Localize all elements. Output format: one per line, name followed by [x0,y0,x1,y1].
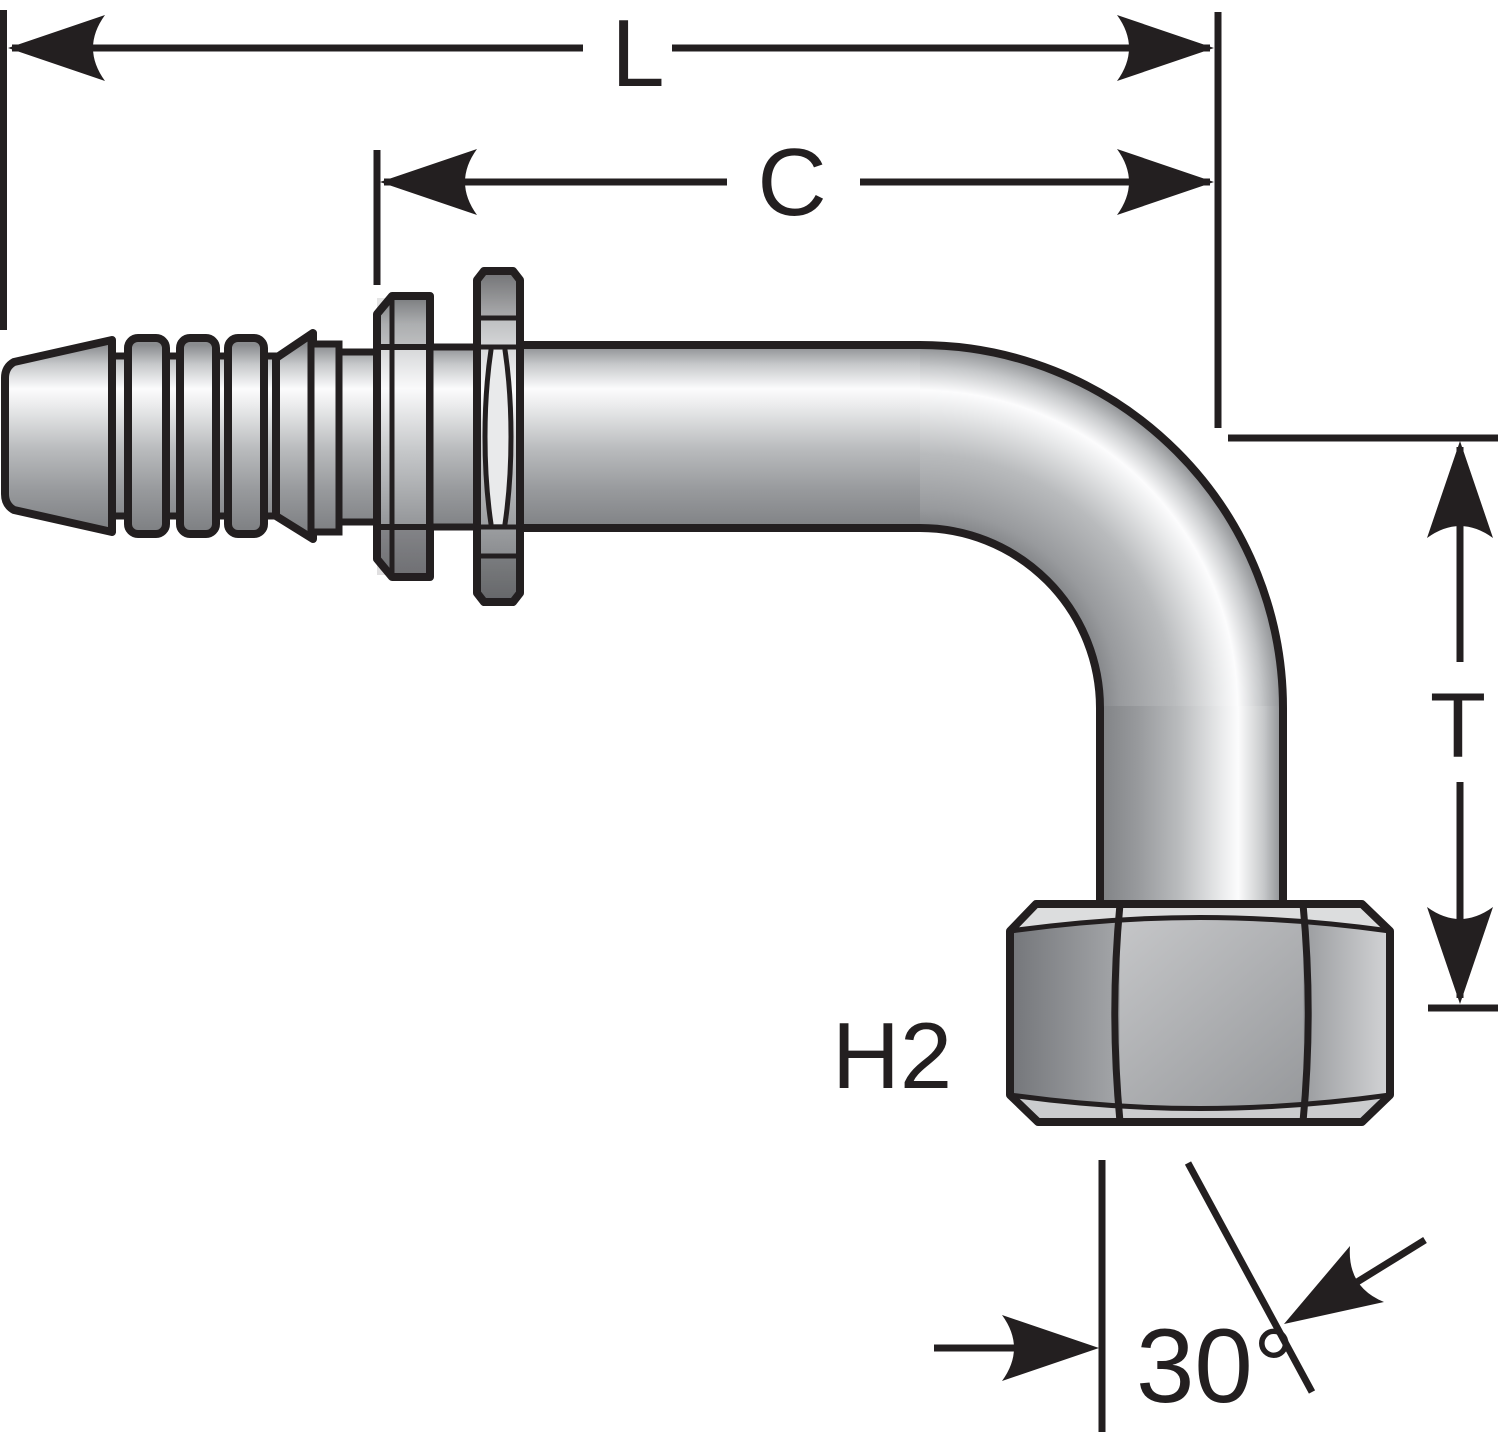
seat-angle-note: 30° [934,1160,1427,1432]
stem-cylinder [307,340,343,536]
collar-bottom-shade [377,530,428,575]
dimension-label-t: T [1430,675,1486,777]
tube-horizontal-body [516,345,922,528]
dimension-l: L [0,0,1222,428]
hex-chamfer-curves [1007,915,1393,1111]
collar-groove-lines [374,344,433,530]
barb-ridge-1 [124,334,170,538]
hex-size-label: H2 [832,1003,952,1108]
bent-tube [512,341,1287,912]
tube-bend-body [920,345,1283,708]
arrowhead-left [8,15,105,81]
hex-facet-middle [1120,904,1303,1122]
dimension-label-l: L [611,0,664,107]
barb-ridge-2 [176,334,220,538]
stem-flare-cone [272,329,317,543]
dimension-c: C [373,129,1214,285]
seat-angle-line [1184,1161,1316,1394]
tube-outline [512,341,1287,912]
arrowhead-up [1427,441,1493,538]
arrowhead-right [1117,15,1214,81]
collar-flange [373,292,434,581]
hex-facet-edges [1111,900,1312,1126]
dimension-t: T [1228,434,1498,1012]
arrowhead-down [1427,907,1493,1004]
tube-down-body [1100,706,1283,908]
spanner-top-shade [477,273,520,318]
spanner-bottom-shade [477,556,520,600]
collar-top-shade [377,298,428,344]
hose-stem [1,329,381,543]
pointer-diagonal-head [1284,1246,1384,1324]
dimension-label-c: C [757,129,826,236]
hex-facet-left [1010,904,1120,1122]
barb-ridge-3 [224,334,268,538]
arrowhead-right [1117,149,1214,215]
spanner-facet-curves [482,347,514,527]
stem-neck-1 [335,348,381,526]
hex-outline [1006,900,1394,1126]
arrowhead-left [380,149,477,215]
spanner-nut [473,267,524,606]
stem-neck-2 [426,343,481,531]
pointer-horizontal-head [1002,1315,1099,1381]
hex-facet-right [1303,904,1390,1122]
spanner-band-lines [474,315,523,559]
hex-nut [1006,900,1394,1126]
fitting-artwork [1,267,1394,1126]
spanner-facet-highlight [485,350,511,524]
seat-angle-label: 30° [1136,1308,1295,1425]
stem-nose [1,336,116,536]
